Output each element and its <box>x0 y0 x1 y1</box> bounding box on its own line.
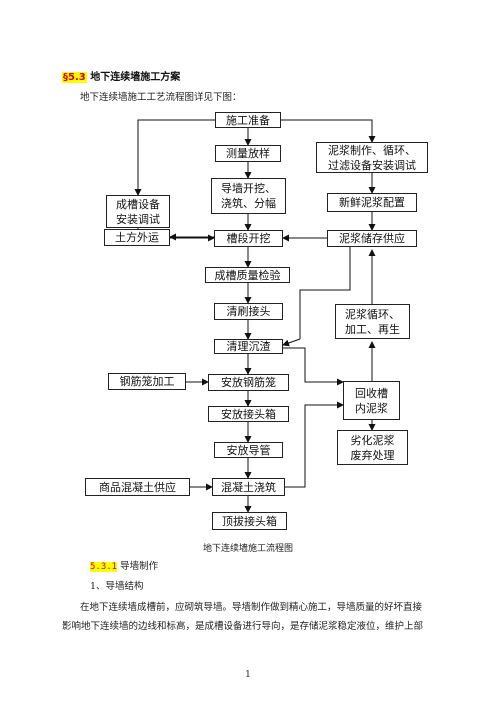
box-survey: 测量放样 <box>215 145 281 162</box>
box-slurry-setup: 泥浆制作、循环、 过滤设备安装调试 <box>316 142 428 173</box>
box-place-rebar: 安放钢筋笼 <box>208 374 289 391</box>
section-title: 地下连续墙施工方案 <box>90 72 181 83</box>
body-paragraph: 在地下连续墙成槽前，应砌筑导墙。导墙制作做到精心施工，导墙质量的好坏直接 影响地… <box>62 598 452 636</box>
box-recycle: 泥浆循环、 加工、再生 <box>335 304 410 339</box>
box-quality: 成槽质量检验 <box>205 267 290 283</box>
arrow-prep-slurry-setup <box>281 119 376 143</box>
paragraph-line-1: 在地下连续墙成槽前，应砌筑导墙。导墙制作做到精心施工，导墙质量的好坏直接 <box>80 602 423 613</box>
subsection-number: 5.3.1 <box>90 562 118 572</box>
arrow-prep-equipment <box>134 119 215 196</box>
box-guide-wall-line2: 浇筑、分幅 <box>221 197 276 210</box>
box-equipment-line2: 安装调试 <box>116 212 160 226</box>
box-fresh-slurry: 新鲜泥浆配置 <box>327 193 417 212</box>
box-recover-slurry: 回收槽 内泥浆 <box>343 381 400 420</box>
section-number: §5.3 <box>62 72 87 83</box>
arrow-pour-recover <box>285 401 344 488</box>
page-number: 1 <box>245 670 251 680</box>
section-heading: §5.3 地下连续墙施工方案 <box>62 68 180 83</box>
box-concrete-supply: 商品混凝土供应 <box>85 478 190 496</box>
box-trench: 槽段开挖 <box>214 230 283 247</box>
box-place-pipe: 安放导管 <box>214 442 283 458</box>
box-waste-line1: 劣化泥浆 <box>350 433 395 447</box>
line-supply-clean <box>299 247 351 339</box>
box-guide-wall-line1: 导墙开挖、 <box>221 182 276 195</box>
box-slurry-setup-line2: 过滤设备安装调试 <box>328 158 416 172</box>
box-soil-out: 土方外运 <box>104 229 170 246</box>
box-recycle-line1: 泥浆循环、 <box>345 307 400 321</box>
box-clean-sediment: 清理沉渣 <box>214 339 283 354</box>
box-rebar-process: 钢筋笼加工 <box>108 373 186 390</box>
intro-text: 地下连续墙施工工艺流程图详见下图： <box>80 92 242 103</box>
box-slurry-setup-line1: 泥浆制作、循环、 <box>328 143 416 157</box>
box-prep: 施工准备 <box>215 112 281 128</box>
paragraph-line-2: 影响地下连续墙的边线和标高，是成槽设备进行导向，是存储泥浆稳定液位，维护上部 <box>62 621 424 632</box>
flowchart-caption: 地下连续墙施工流程图 <box>202 544 293 554</box>
subsection-title: 导墙制作 <box>120 561 159 572</box>
box-recover-line2: 内泥浆 <box>355 401 388 415</box>
box-waste-slurry: 劣化泥浆 废弃处理 <box>337 430 408 465</box>
subsection-heading: 5.3.1 导墙制作 <box>90 558 158 572</box>
box-recycle-line2: 加工、再生 <box>345 322 400 336</box>
box-place-joint-box: 安放接头箱 <box>208 406 289 422</box>
box-brush-joint: 清刷接头 <box>214 303 283 320</box>
box-recover-line1: 回收槽 <box>355 386 388 400</box>
box-equipment: 成槽设备 安装调试 <box>106 195 170 228</box>
box-pour: 混凝土浇筑 <box>212 478 285 496</box>
arrow-clean-recover <box>283 347 344 386</box>
box-equipment-line1: 成槽设备 <box>116 197 160 211</box>
box-slurry-supply: 泥浆储存供应 <box>327 230 417 247</box>
box-waste-line2: 废弃处理 <box>350 448 395 462</box>
box-guide-wall: 导墙开挖、 浇筑、分幅 <box>211 178 286 214</box>
box-pull-joint-box: 顶拔接头箱 <box>212 512 287 530</box>
list-item-heading: 1、导墙结构 <box>90 581 144 592</box>
